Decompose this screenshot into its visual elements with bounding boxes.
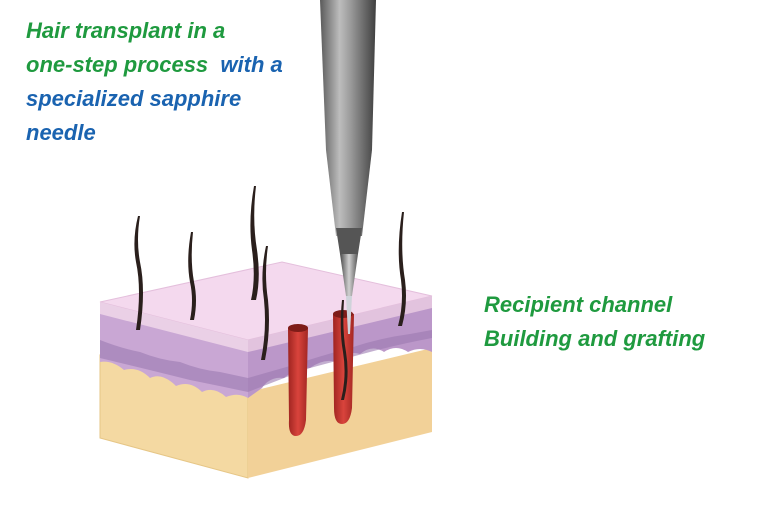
- caption-line-2: Building and grafting: [484, 326, 706, 351]
- hair-1: [134, 216, 143, 330]
- epidermis-front: [100, 302, 248, 352]
- dermis-wave: [100, 330, 432, 392]
- needle-body: [320, 0, 376, 236]
- title-line-2-blue: with a: [214, 52, 283, 77]
- hair-2: [188, 232, 196, 320]
- recipient-channels: [288, 300, 354, 436]
- needle-tip: [346, 296, 352, 334]
- hair-5: [398, 212, 406, 326]
- title: Hair transplant in a one-step process wi…: [26, 14, 356, 150]
- needle-taper: [340, 254, 358, 296]
- hairs: [134, 186, 406, 360]
- sapphire-needle: [320, 0, 376, 334]
- title-line-2-green: one-step process: [26, 52, 215, 77]
- caption-line-1: Recipient channel: [484, 292, 673, 317]
- hair-4: [261, 246, 269, 360]
- needle-collar: [336, 228, 362, 254]
- title-line-4: needle: [26, 120, 96, 145]
- channel-right: [333, 311, 354, 424]
- title-line-2: one-step process with a: [26, 48, 356, 82]
- title-line-1: Hair transplant in a: [26, 18, 226, 43]
- caption: Recipient channel Building and grafting: [484, 288, 754, 356]
- channel-left-opening: [288, 324, 308, 332]
- graft-hair: [340, 300, 348, 400]
- title-line-3: specialized sapphire: [26, 86, 242, 111]
- channel-left: [288, 325, 308, 436]
- hair-3: [250, 186, 259, 300]
